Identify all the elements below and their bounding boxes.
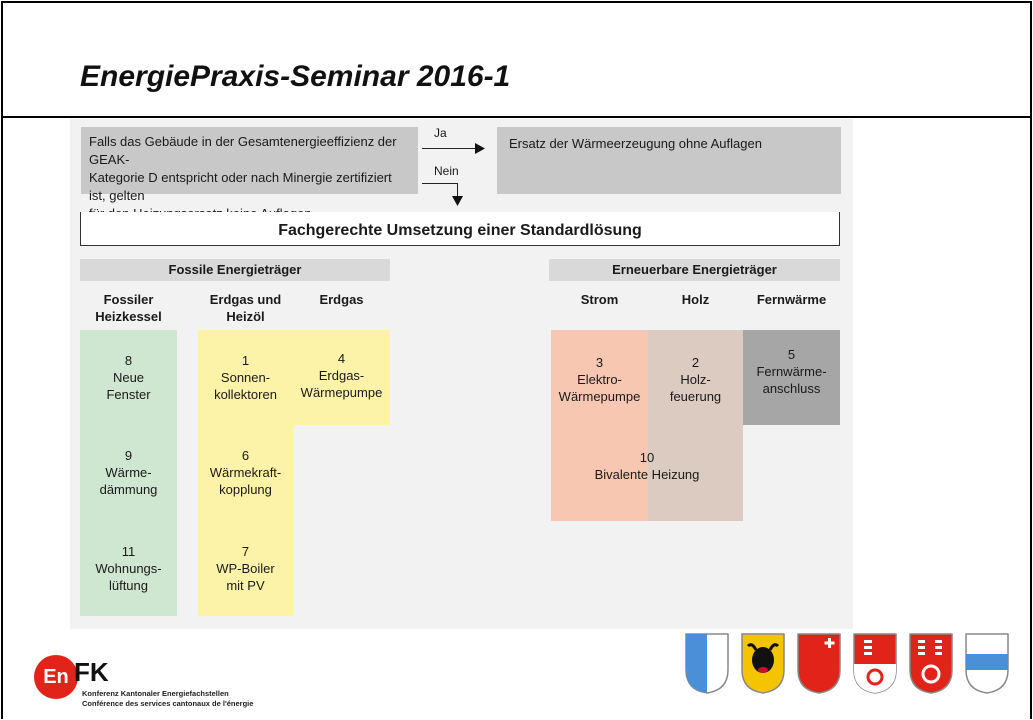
- column-label: Holz: [681, 292, 710, 307]
- solution-10-right-fill: [648, 425, 743, 521]
- solution-6-cell: 6 Wärmekraft- kopplung: [198, 425, 293, 520]
- column-electricity: Strom: [551, 291, 648, 308]
- column-label: Heizkessel: [95, 309, 162, 324]
- solution-label: Erdgas-: [318, 368, 365, 383]
- solution-2-cell: 2 Holz- feuerung: [648, 330, 743, 425]
- column-label: Heizöl: [226, 309, 265, 324]
- solution-number: 1: [241, 353, 250, 368]
- schwyz-shield-icon: [797, 633, 841, 694]
- enfk-logo-fk: FK: [74, 657, 109, 687]
- column-label: Fossiler: [103, 292, 154, 307]
- solution-number: 4: [337, 351, 346, 366]
- column-gas: Erdgas: [293, 291, 390, 308]
- enfk-logo-line1: Konferenz Kantonaler Energiefachstellen: [82, 689, 229, 698]
- solution-label: Wärme-: [105, 465, 152, 480]
- solution-label: Wärmepumpe: [300, 385, 383, 400]
- solution-number: 10: [639, 450, 655, 465]
- solution-1-cell: 1 Sonnen- kollektoren: [198, 330, 293, 425]
- column-wood: Holz: [648, 291, 743, 308]
- solution-label: Wohnungs-: [95, 560, 162, 576]
- outcome-box: Ersatz der Wärmeerzeugung ohne Auflagen: [497, 127, 841, 194]
- slide-title: EnergiePraxis-Seminar 2016-1: [80, 60, 511, 93]
- condition-box: Falls das Gebäude in der Gesamtenergieef…: [81, 127, 418, 221]
- enfk-logo-mark: En: [34, 655, 78, 699]
- column-label: Strom: [580, 292, 619, 307]
- column-gas-oil: Erdgas und Heizöl: [198, 291, 293, 325]
- yes-arrow-line: [422, 148, 476, 149]
- solution-number: 9: [124, 448, 133, 463]
- solution-label: Bivalente Heizung: [594, 467, 700, 482]
- column-fossil-boiler: Fossiler Heizkessel: [80, 291, 177, 325]
- solution-label: Fernwärme-: [756, 364, 827, 379]
- solution-label: Wärmekraft-: [209, 465, 282, 480]
- solution-number: 2: [691, 355, 700, 370]
- solution-label: feuerung: [669, 389, 722, 404]
- no-arrow-vertical: [457, 183, 458, 197]
- solution-11-cell: 11 Wohnungs- lüftung: [80, 520, 177, 616]
- lucerne-shield-icon: [685, 633, 729, 694]
- no-arrow-icon: [452, 196, 463, 206]
- solution-number: 7: [241, 543, 250, 559]
- solution-number: 8: [124, 353, 133, 368]
- yes-arrow-icon: [475, 143, 485, 154]
- uri-shield-icon: [741, 633, 785, 694]
- nidwalden-shield-icon: [909, 633, 953, 694]
- enfk-logo-line2: Conférence des services cantonaux de l'é…: [82, 699, 254, 708]
- column-district-heating: Fernwärme: [743, 291, 840, 308]
- no-arrow-horizontal: [422, 183, 458, 184]
- solution-label: Wärmepumpe: [558, 389, 641, 404]
- solution-label: dämmung: [99, 482, 158, 497]
- solution-label: Fenster: [106, 387, 151, 402]
- yes-label: Ja: [434, 126, 447, 140]
- solution-10-label: 10 Bivalente Heizung: [551, 425, 743, 507]
- solution-label: anschluss: [762, 381, 821, 396]
- solution-3-cell: 3 Elektro- Wärmepumpe: [551, 330, 648, 425]
- solution-label: lüftung: [108, 577, 149, 593]
- solution-number: 11: [121, 543, 136, 559]
- solution-number: 5: [787, 347, 796, 362]
- solution-5-cell: 5 Fernwärme- anschluss: [743, 330, 840, 425]
- solution-label: Sonnen-: [220, 370, 271, 385]
- column-label: Erdgas und: [209, 292, 282, 307]
- fossil-group-header: Fossile Energieträger: [80, 259, 390, 281]
- renewable-group-header: Erneuerbare Energieträger: [549, 259, 840, 281]
- solution-7-cell: 7 WP-Boiler mit PV: [198, 520, 293, 616]
- no-label: Nein: [434, 164, 459, 178]
- solution-9-cell: 9 Wärme- dämmung: [80, 425, 177, 520]
- solution-label: Neue: [112, 370, 145, 385]
- solution-8-cell: 8 Neue Fenster: [80, 330, 177, 425]
- obwalden-shield-icon: [853, 633, 897, 694]
- solution-label: Holz-: [680, 372, 711, 387]
- condition-line: Kategorie D entspricht oder nach Minergi…: [89, 170, 392, 203]
- zug-shield-icon: [965, 633, 1009, 694]
- solution-label: kopplung: [219, 482, 272, 497]
- solution-number: 3: [595, 355, 604, 370]
- solution-label: WP-Boiler: [216, 560, 275, 576]
- standard-solution-label: Fachgerechte Umsetzung einer Standardlös…: [278, 222, 642, 239]
- standard-solution-bar: Fachgerechte Umsetzung einer Standardlös…: [80, 212, 840, 246]
- title-divider: [1, 116, 1032, 118]
- solution-label: Elektro-: [577, 372, 622, 387]
- solution-10-left-fill: [551, 425, 648, 521]
- condition-line: Falls das Gebäude in der Gesamtenergieef…: [89, 134, 397, 167]
- solution-4-cell: 4 Erdgas- Wärmepumpe: [293, 330, 390, 425]
- solution-label: mit PV: [226, 577, 265, 593]
- solution-number: 6: [241, 448, 250, 463]
- column-label: Erdgas: [319, 292, 364, 307]
- column-label: Fernwärme: [756, 292, 827, 307]
- solution-label: kollektoren: [214, 387, 277, 402]
